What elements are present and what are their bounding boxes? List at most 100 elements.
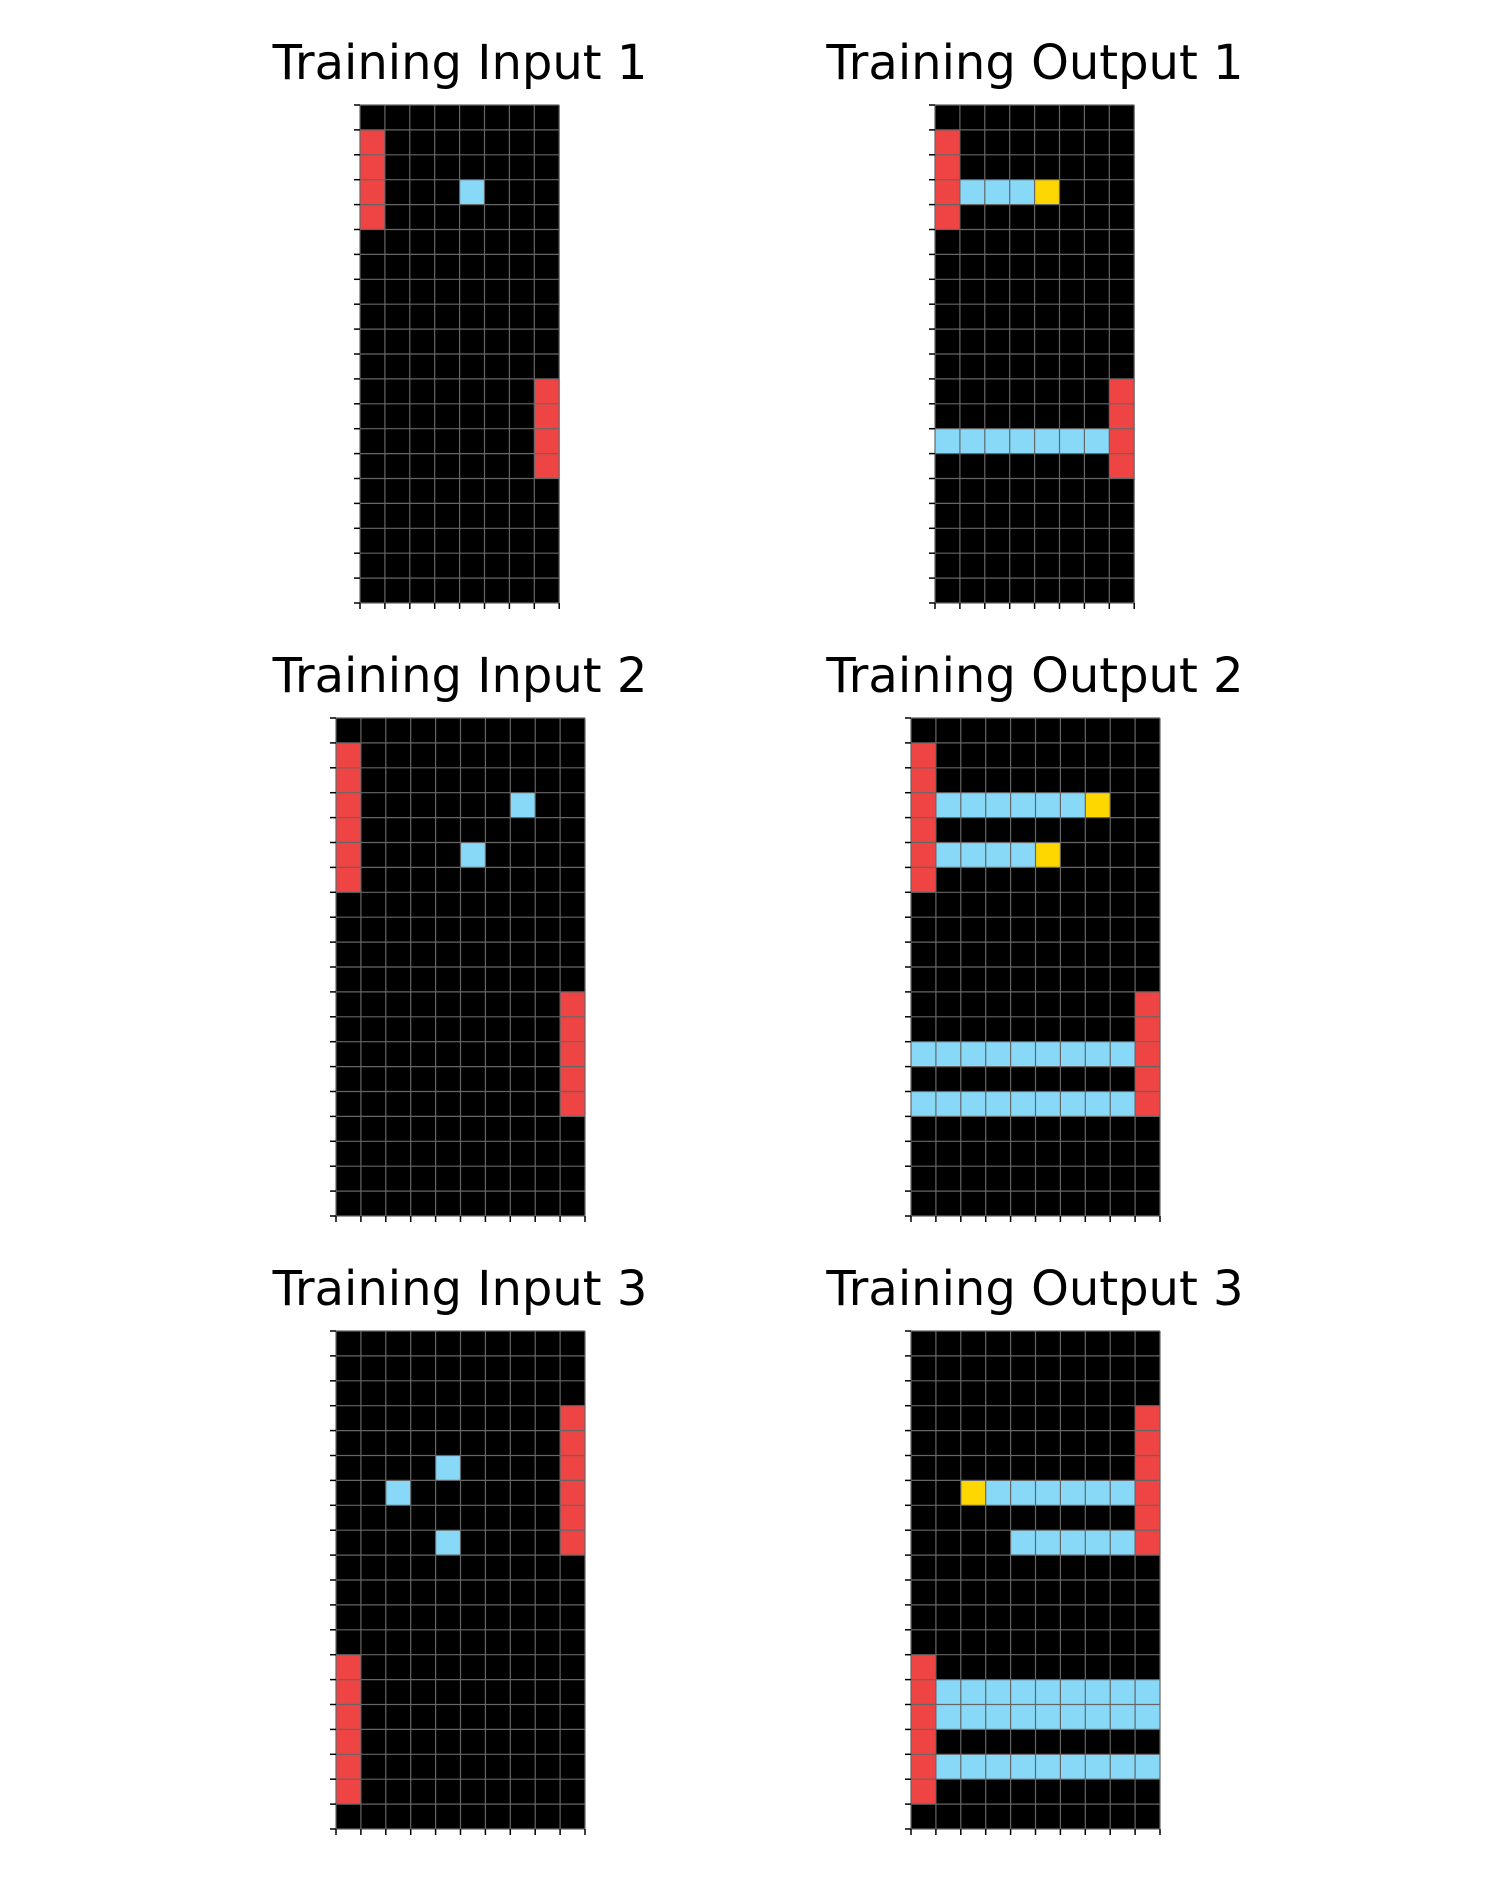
cell-light-blue xyxy=(1059,1530,1085,1556)
cell-light-blue xyxy=(1084,1091,1110,1117)
cell-light-blue xyxy=(985,1679,1011,1705)
cell-red xyxy=(335,1779,361,1805)
cell-light-blue xyxy=(1134,1679,1160,1705)
cell-light-blue xyxy=(1035,1091,1060,1117)
cell-light-blue xyxy=(960,1041,986,1067)
cell-light-blue xyxy=(1109,1091,1135,1117)
cell-light-blue xyxy=(1010,428,1035,454)
cell-light-blue xyxy=(1084,1480,1110,1506)
cell-light-blue xyxy=(960,792,986,818)
cell-light-blue xyxy=(1059,428,1085,454)
cell-light-blue xyxy=(985,428,1011,454)
cell-light-blue xyxy=(960,842,986,868)
cell-light-blue xyxy=(1010,1530,1035,1556)
cell-light-blue xyxy=(1010,1679,1035,1705)
cell-light-blue xyxy=(1059,1091,1085,1117)
panel-title: Training Input 1 xyxy=(272,35,648,91)
cell-light-blue xyxy=(935,1754,961,1780)
cell-red xyxy=(1134,1530,1160,1556)
cell-light-blue xyxy=(1084,428,1110,454)
cell-red xyxy=(559,1455,585,1481)
cell-red xyxy=(335,1704,361,1730)
cell-red xyxy=(910,817,936,843)
cell-light-blue xyxy=(1109,1704,1135,1730)
cell-red xyxy=(935,129,961,155)
cell-red xyxy=(910,1729,936,1755)
cell-red xyxy=(335,1754,361,1780)
cell-light-blue xyxy=(1010,1091,1035,1117)
cell-red xyxy=(335,1679,361,1705)
cell-light-blue xyxy=(1084,1679,1110,1705)
cell-yellow xyxy=(1035,842,1060,868)
cell-red xyxy=(910,1704,936,1730)
cell-red xyxy=(910,1654,936,1680)
cell-red xyxy=(559,1066,585,1092)
cell-light-blue xyxy=(1035,1679,1060,1705)
cell-light-blue xyxy=(1059,1480,1085,1506)
cell-red xyxy=(935,154,961,180)
cell-light-blue xyxy=(1059,1704,1085,1730)
cell-red xyxy=(335,842,361,868)
cell-light-blue xyxy=(1035,792,1060,818)
cell-light-blue xyxy=(960,1091,986,1117)
cell-light-blue xyxy=(960,428,986,454)
cell-light-blue xyxy=(435,1455,460,1481)
cell-red xyxy=(910,842,936,868)
cell-light-blue xyxy=(1109,1679,1135,1705)
cell-light-blue xyxy=(1010,1480,1035,1506)
cell-red xyxy=(1109,403,1135,429)
cell-red xyxy=(1134,1066,1160,1092)
cell-red xyxy=(1134,1041,1160,1067)
cell-red xyxy=(910,1754,936,1780)
panel-title: Training Output 3 xyxy=(826,1261,1244,1317)
cell-light-blue xyxy=(1059,1041,1085,1067)
cell-red xyxy=(360,154,386,180)
cell-light-blue xyxy=(1134,1754,1160,1780)
cell-red xyxy=(1134,991,1160,1017)
cell-red xyxy=(559,1505,585,1531)
cell-light-blue xyxy=(985,842,1011,868)
cell-red xyxy=(335,742,361,768)
cell-light-blue xyxy=(1109,1530,1135,1556)
cell-light-blue xyxy=(1035,1530,1060,1556)
cell-light-blue xyxy=(910,1041,936,1067)
cell-light-blue xyxy=(1109,1480,1135,1506)
cell-light-blue xyxy=(1035,1041,1060,1067)
cell-red xyxy=(534,428,560,454)
panel-title: Training Input 3 xyxy=(272,1261,648,1317)
cell-light-blue xyxy=(385,1480,411,1506)
cell-light-blue xyxy=(1010,179,1035,205)
cell-light-blue xyxy=(435,1530,460,1556)
cell-red xyxy=(1134,1480,1160,1506)
cell-light-blue xyxy=(935,1704,961,1730)
cell-light-blue xyxy=(1035,1704,1060,1730)
cell-light-blue xyxy=(509,792,535,818)
cell-light-blue xyxy=(459,179,485,205)
cell-red xyxy=(534,403,560,429)
panel-title: Training Input 2 xyxy=(272,648,648,704)
grid-panel xyxy=(354,104,561,609)
cell-red xyxy=(1134,1405,1160,1431)
cell-light-blue xyxy=(1010,1041,1035,1067)
cell-light-blue xyxy=(1084,1704,1110,1730)
cell-light-blue xyxy=(985,1480,1011,1506)
cell-light-blue xyxy=(960,1679,986,1705)
cell-light-blue xyxy=(1035,1754,1060,1780)
cell-yellow xyxy=(960,1480,986,1506)
cell-red xyxy=(559,1091,585,1117)
cell-light-blue xyxy=(985,1091,1011,1117)
cell-light-blue xyxy=(910,1091,936,1117)
cell-light-blue xyxy=(960,1754,986,1780)
cell-red xyxy=(534,453,560,479)
cell-red xyxy=(335,817,361,843)
panel-title: Training Output 1 xyxy=(826,35,1244,91)
cell-light-blue xyxy=(1109,1041,1135,1067)
cell-light-blue xyxy=(935,792,961,818)
cell-red xyxy=(1109,428,1135,454)
cell-light-blue xyxy=(460,842,485,868)
cell-light-blue xyxy=(985,1704,1011,1730)
cell-light-blue xyxy=(1034,428,1060,454)
cell-red xyxy=(935,204,961,230)
cell-red xyxy=(335,1654,361,1680)
cell-red xyxy=(335,767,361,793)
